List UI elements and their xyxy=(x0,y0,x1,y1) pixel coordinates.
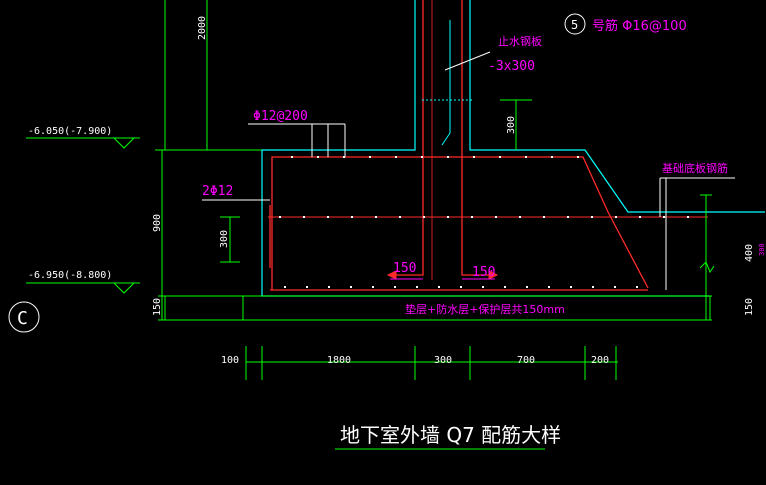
rebar-dot xyxy=(306,286,308,288)
rebar-dot xyxy=(551,156,553,158)
bottom-dim-1: 100 xyxy=(221,355,239,366)
bottom-dim-3: 300 xyxy=(434,355,452,366)
rebar-dot xyxy=(570,286,572,288)
rebar-dot xyxy=(328,286,330,288)
cushion-layer xyxy=(164,295,711,321)
waterstop-plate xyxy=(422,20,472,146)
bottom-dim-5: 200 xyxy=(591,355,609,366)
rebar-dot xyxy=(526,286,528,288)
grid-axis-label: C xyxy=(17,308,28,329)
grid-axis-bubble xyxy=(8,301,40,333)
rebar-dot xyxy=(447,156,449,158)
elevation-label-1: -6.050(-7.900) xyxy=(28,126,112,137)
rebar-dot xyxy=(327,216,329,218)
rebar-dot xyxy=(591,216,593,218)
rebar-5-label: 号筋 Φ16@100 xyxy=(592,18,687,34)
right-height-dim: 400 xyxy=(744,244,755,262)
rebar-dot xyxy=(394,286,396,288)
rebar-dot xyxy=(351,216,353,218)
rebar-dot xyxy=(343,156,345,158)
rebar-dot xyxy=(416,286,418,288)
anchor-right-label: 150 xyxy=(472,265,495,280)
rebar-dot xyxy=(577,156,579,158)
rebar-5-bubble xyxy=(564,13,586,35)
rebar-dot xyxy=(375,216,377,218)
rebar-dot xyxy=(663,216,665,218)
rebar-dots xyxy=(279,156,689,288)
rebar-dot xyxy=(372,286,374,288)
rebar-dot xyxy=(687,216,689,218)
rebar-dot xyxy=(519,216,521,218)
rebar-dot xyxy=(447,216,449,218)
slab-rebar-label: 基础底板钢筋 xyxy=(662,161,728,175)
base-depth-dim: 900 xyxy=(152,214,163,232)
rebar-dot xyxy=(291,156,293,158)
rebar-dot xyxy=(614,286,616,288)
rebar-dot xyxy=(499,156,501,158)
rebar-dot xyxy=(504,286,506,288)
waterstop-offset-dim: 300 xyxy=(506,116,517,134)
elevation-marker-1 xyxy=(26,137,140,149)
elevation-label-2: -6.950(-8.800) xyxy=(28,270,112,281)
rebar-dot xyxy=(615,216,617,218)
rebar-dot xyxy=(303,216,305,218)
waterstop-title: 止水钢板 xyxy=(498,34,542,48)
anchor-left-label: 150 xyxy=(393,261,416,276)
right-small-dim: 300 xyxy=(758,243,766,256)
corner-bars: 2Φ12 xyxy=(202,184,233,199)
rebar-dot xyxy=(438,286,440,288)
rebar-dot xyxy=(395,156,397,158)
bottom-dim-4: 700 xyxy=(517,355,535,366)
rebar-dot xyxy=(284,286,286,288)
rebar-dot xyxy=(473,156,475,158)
inner-offset-dim: 300 xyxy=(219,230,230,248)
rebar-dot xyxy=(639,216,641,218)
rebar-dot xyxy=(543,216,545,218)
rebar-dot xyxy=(421,156,423,158)
rebar-dot xyxy=(471,216,473,218)
cushion-dim-left: 150 xyxy=(152,298,163,316)
dimension-lines xyxy=(158,12,715,380)
drawing-title: 地下室外墙 Q7 配筋大样 xyxy=(340,423,561,447)
rebar-dot xyxy=(495,216,497,218)
rebar-dot xyxy=(279,216,281,218)
cushion-note: 垫层+防水层+保护层共150mm xyxy=(405,302,565,316)
rebar-dot xyxy=(350,286,352,288)
rebar-dot xyxy=(460,286,462,288)
cushion-dim-right: 150 xyxy=(744,298,755,316)
rebar-dot xyxy=(525,156,527,158)
wall-height-dim: 2000 xyxy=(197,16,208,40)
leader-lines xyxy=(202,51,735,290)
rebar-dot xyxy=(592,286,594,288)
rebar-dot xyxy=(636,286,638,288)
rebar-dot xyxy=(317,156,319,158)
wall-outline xyxy=(155,0,262,151)
rebar-dot xyxy=(423,216,425,218)
elevation-marker-2 xyxy=(26,282,140,294)
rebar-cage xyxy=(268,0,708,291)
rebar-dot xyxy=(399,216,401,218)
bottom-dim-2: 1800 xyxy=(327,355,351,366)
waterstop-size: -3x300 xyxy=(488,59,535,74)
rebar-dot xyxy=(567,216,569,218)
anchor-arrows xyxy=(386,270,499,280)
rebar-dot xyxy=(548,286,550,288)
top-bar-spacing: Φ12@200 xyxy=(253,109,308,124)
rebar-dot xyxy=(369,156,371,158)
rebar-dot xyxy=(482,286,484,288)
rebar-5-number: 5 xyxy=(571,18,578,32)
